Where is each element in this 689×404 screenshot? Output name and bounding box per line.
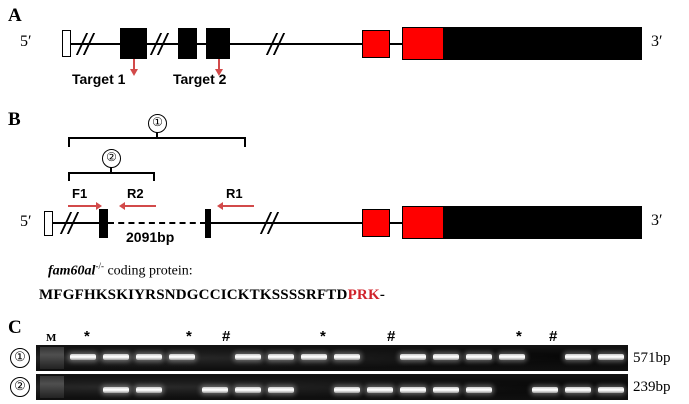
panel-a-letter: A: [8, 5, 22, 26]
gel-hash-mark: #: [387, 328, 396, 345]
panel-c-letter: C: [8, 317, 22, 338]
gel-asterisk-mark: *: [516, 328, 522, 345]
gel-row1-marker-smear: [40, 347, 64, 369]
exon-red-a2: [402, 27, 444, 60]
gel-marker-lane-label: M: [46, 332, 57, 344]
bracket-amplicon-2: [68, 172, 155, 181]
protein-heading-rest: coding protein:: [103, 263, 193, 279]
gel-band: [598, 354, 624, 360]
gene-line-b3: [389, 222, 403, 224]
protein-sequence-black: MFGFHKSKIYRSNDGCCICKTKSSSSRFTD: [39, 287, 348, 303]
primer-r2-arrow: [119, 202, 156, 210]
gel-asterisk-mark: *: [186, 328, 192, 345]
gel-row2: [36, 374, 628, 400]
gel-row2-size-label: 239bp: [633, 379, 671, 395]
gene-line-b2: [210, 222, 362, 224]
break-mark-a3: [268, 33, 284, 55]
gel-band: [532, 387, 558, 393]
gel-hash-mark: #: [222, 328, 231, 345]
panel-b-letter: B: [8, 109, 21, 130]
three-prime-label-a: 3′: [651, 33, 663, 50]
gel-row2-circled-number: ②: [10, 377, 30, 397]
break-mark-b2: [262, 212, 278, 234]
exon-b-left-edge: [99, 209, 108, 238]
gel-band: [565, 387, 591, 393]
break-mark-a1: [78, 33, 94, 55]
break-mark-b1: [62, 212, 78, 234]
gel-band: [598, 387, 624, 393]
gel-band: [400, 354, 426, 360]
protein-gene-name: fam60al: [48, 263, 96, 279]
exon-target1-a: [120, 28, 147, 59]
exon-target2-a: [206, 28, 230, 59]
protein-sequence-red: PRK: [347, 287, 380, 303]
gel-band: [334, 354, 360, 360]
five-prime-label-a: 5′: [20, 33, 32, 50]
gel-band: [433, 387, 459, 393]
gel-row1-size-label: 571bp: [633, 350, 671, 366]
gel-band: [136, 387, 162, 393]
deletion-size-label: 2091bp: [126, 229, 175, 245]
gel-band: [202, 387, 228, 393]
gel-row1-circled-number: ①: [10, 348, 30, 368]
gel-row1-background: [36, 345, 628, 371]
primer-r1-label: R1: [226, 186, 243, 201]
exon-a3: [178, 28, 197, 59]
gel-row1: [36, 345, 628, 371]
gel-band: [466, 387, 492, 393]
deletion-dashed-line: [108, 222, 206, 224]
break-mark-a2: [152, 33, 168, 55]
exon-red-a1: [362, 30, 390, 58]
gel-band: [301, 354, 327, 360]
exon-black-a-long: [443, 27, 642, 60]
target2-label: Target 2: [173, 71, 227, 87]
primer-r1-arrow: [217, 202, 254, 210]
gel-row2-background: [36, 374, 628, 400]
gel-hash-mark: #: [549, 328, 558, 345]
exon-utr-open-a: [62, 30, 71, 57]
gel-band: [367, 387, 393, 393]
gel-asterisk-mark: *: [84, 328, 90, 345]
gel-band: [268, 354, 294, 360]
five-prime-label-b: 5′: [20, 213, 32, 230]
three-prime-label-b: 3′: [651, 212, 663, 229]
gel-band: [103, 387, 129, 393]
gel-band: [400, 387, 426, 393]
bracket-1-stem: [156, 130, 158, 138]
bracket-2-stem: [110, 165, 112, 173]
gel-band: [334, 387, 360, 393]
protein-sequence-tail: -: [379, 287, 386, 303]
bracket-2-circled-number: ②: [102, 149, 121, 168]
gel-asterisk-mark: *: [320, 328, 326, 345]
exon-red-b2: [402, 206, 444, 239]
gel-band: [565, 354, 591, 360]
protein-gene-genotype: -/-: [95, 261, 104, 271]
gel-row2-marker-smear: [40, 376, 64, 398]
gel-band: [235, 354, 261, 360]
protein-sequence: MFGFHKSKIYRSNDGCCICKTKSSSSRFTDPRK-: [39, 287, 385, 304]
gel-band: [169, 354, 195, 360]
exon-black-b-long: [443, 206, 642, 239]
exon-red-b1: [362, 209, 390, 237]
gel-band: [136, 354, 162, 360]
target2-arrow: [215, 59, 223, 76]
primer-f1-arrow: [68, 202, 102, 210]
bracket-1-circled-number: ①: [148, 114, 167, 133]
gel-band: [103, 354, 129, 360]
bracket-amplicon-1: [68, 137, 246, 147]
gel-band: [268, 387, 294, 393]
primer-f1-label: F1: [72, 186, 88, 201]
gel-band: [235, 387, 261, 393]
gene-line-a2: [389, 43, 403, 45]
gel-band: [433, 354, 459, 360]
gel-band: [70, 354, 96, 360]
protein-heading: fam60al-/- coding protein:: [48, 261, 193, 280]
target1-arrow: [130, 59, 138, 76]
primer-r2-label: R2: [127, 186, 144, 201]
gel-band: [499, 354, 525, 360]
gel-band: [466, 354, 492, 360]
target1-label: Target 1: [72, 71, 126, 87]
